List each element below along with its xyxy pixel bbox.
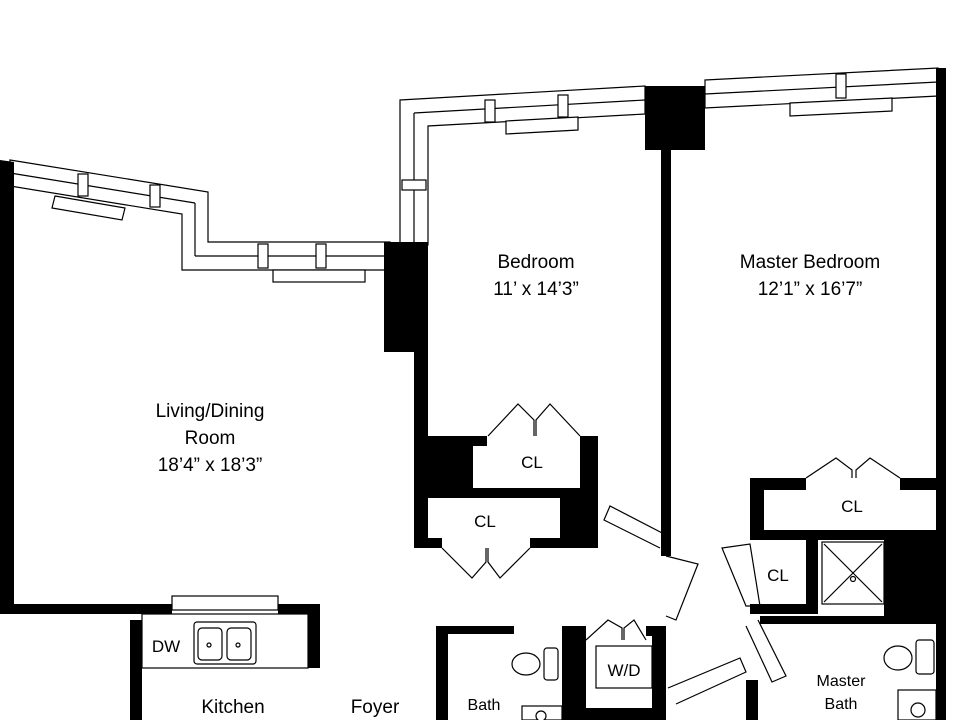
kitchen-name: Kitchen (201, 697, 264, 718)
fixtures (141, 541, 937, 720)
closet-bifold-door (585, 619, 623, 641)
window-mullion (77, 173, 89, 197)
living-name-line2: Room (185, 428, 236, 449)
window-mullion (401, 179, 427, 191)
drain (206, 642, 212, 648)
closet-bifold-door (855, 457, 901, 479)
master-bedroom-name: Master Bedroom (740, 252, 880, 273)
closet-bifold-door (487, 403, 535, 437)
window-walls (9, 67, 939, 283)
toilet (511, 652, 541, 676)
window-mullion (484, 99, 496, 123)
window-mullion (257, 243, 269, 269)
foyer-name: Foyer (351, 697, 400, 718)
closet-bifold-door (535, 403, 581, 437)
master-bath-line1: Master (817, 673, 867, 690)
closet-door (721, 543, 761, 607)
living-window-wall (9, 159, 391, 271)
radiator (272, 269, 366, 283)
bath-name: Bath (468, 697, 501, 714)
radiator (505, 116, 579, 135)
master-bath-line2: Bath (825, 696, 858, 713)
master-bath-closet-label: CL (767, 566, 789, 585)
bedroom-dims: 11’ x 14’3” (493, 279, 579, 300)
bedroom-name: Bedroom (497, 252, 574, 273)
master-sink (910, 702, 926, 718)
master-closet-label: CL (841, 497, 863, 516)
master-bedroom-dims: 12’1” x 16’7” (758, 279, 863, 300)
closet-bifold-door (623, 619, 647, 641)
walls (0, 68, 946, 720)
shower-drain (849, 575, 857, 583)
living-name-line1: Living/Dining (156, 401, 265, 422)
living-dims: 18’4” x 18’3” (158, 455, 263, 476)
drain (235, 642, 241, 648)
radiator (789, 97, 893, 117)
window-mullion (149, 184, 161, 208)
toilet-tank (915, 639, 935, 675)
hall-closet-label: CL (474, 512, 496, 531)
doors (441, 403, 901, 705)
bath-door (667, 657, 747, 705)
toilet-tank (543, 647, 559, 681)
bedroom-window-wall (399, 85, 646, 246)
dishwasher-label: DW (152, 637, 180, 656)
window-mullion (315, 243, 327, 269)
bath-sink (535, 710, 547, 720)
closet-bifold-door (441, 547, 487, 579)
bedroom-door-swing (665, 555, 699, 621)
closet-bifold-door (487, 547, 531, 579)
toilet (883, 645, 913, 671)
labels: Bedroom 11’ x 14’3” Master Bedroom 12’1”… (152, 252, 880, 718)
closet-bifold-door (805, 457, 853, 479)
bedroom-closet-label: CL (521, 453, 543, 472)
master-bath-door (745, 619, 787, 683)
washer-dryer (595, 645, 653, 689)
washer-dryer-label: W/D (607, 661, 640, 680)
kitchen-counter-back (171, 595, 279, 611)
window-mullion (835, 73, 847, 99)
bedroom-door (603, 505, 669, 549)
radiator (51, 195, 126, 221)
window-mullion (557, 94, 569, 118)
